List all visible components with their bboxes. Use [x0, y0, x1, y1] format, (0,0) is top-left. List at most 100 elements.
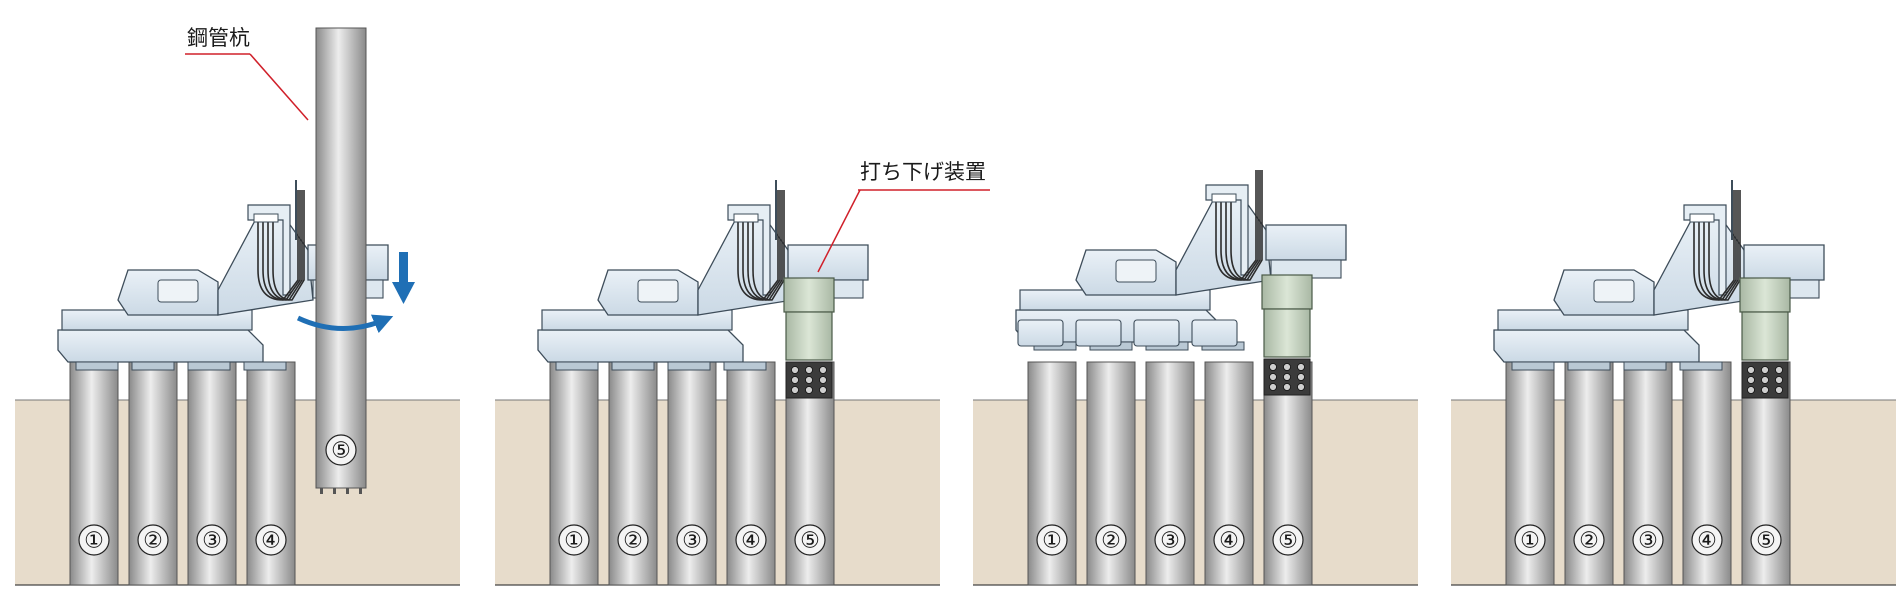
driving-device-head: [783, 277, 835, 313]
grip-bolt: [819, 366, 827, 374]
walking-leg-pad: [1017, 319, 1064, 347]
chuck-head: [1265, 224, 1347, 261]
grip-bolt: [1297, 383, 1305, 391]
pile-number: ⑤: [800, 529, 820, 554]
clamp-foot: [667, 361, 711, 371]
machine-mast: [247, 204, 291, 296]
grip-bolt: [1269, 363, 1277, 371]
steel-pipe-pile-new: [315, 27, 367, 489]
pile-number-badge: [617, 524, 649, 556]
engine-window: [1593, 279, 1635, 303]
machine-base-platform: [1493, 329, 1700, 363]
grip-bolt: [1775, 386, 1783, 394]
driving-device-label: 打ち下げ装置: [860, 160, 986, 184]
pile-number: ⑤: [1278, 529, 1298, 554]
machine-mast: [727, 204, 771, 296]
grip-bolt: [791, 366, 799, 374]
pile-number-badge: [255, 524, 287, 556]
clamp-foot: [187, 361, 231, 371]
driving-device-body: [1263, 308, 1311, 358]
pile-number-badge: [735, 524, 767, 556]
pile-number-badge: [137, 524, 169, 556]
pile-tip-tooth: [359, 488, 362, 494]
pile-number-badge: [78, 524, 110, 556]
clamp-foot: [75, 361, 119, 371]
hydraulic-hose: [1230, 170, 1263, 281]
grip-bolt: [1761, 366, 1769, 374]
driving-device-leader: [817, 189, 861, 273]
grip-bolt: [805, 366, 813, 374]
grip-bolt: [1283, 383, 1291, 391]
pile-number: ④: [1697, 529, 1717, 554]
pile-number-badge: [1514, 524, 1546, 556]
clamp-foot: [611, 361, 655, 371]
grip-bolt: [1761, 386, 1769, 394]
pile-number: ②: [143, 529, 163, 554]
grip-bolt: [1775, 376, 1783, 384]
clamp-foot: [1567, 361, 1611, 371]
pile-number: ③: [202, 529, 222, 554]
pile-number-badge: [1272, 524, 1304, 556]
hose-coupler: [733, 213, 759, 223]
pile: [1682, 361, 1732, 586]
pile-number: ④: [741, 529, 761, 554]
pile-number-badge: [558, 524, 590, 556]
chuck-head: [1743, 244, 1825, 281]
driving-device-body: [1741, 311, 1789, 361]
pile-number: ⑤: [331, 439, 351, 464]
pile-number-badge: [794, 524, 826, 556]
machine-mast: [1205, 184, 1249, 276]
grip-bolt: [1269, 373, 1277, 381]
walking-leg-pad: [1191, 319, 1238, 347]
walking-leg-pad: [1133, 319, 1180, 347]
hydraulic-hose: [272, 190, 305, 301]
grip-bolt: [1775, 366, 1783, 374]
hydraulic-hose: [752, 190, 785, 301]
push-arrow-shaft: [399, 252, 408, 282]
pile-number: ②: [623, 529, 643, 554]
machine-mast: [1683, 204, 1727, 296]
piling-machine: [1493, 180, 1825, 371]
pile: [785, 361, 835, 586]
grip-bolt: [805, 376, 813, 384]
engine-window: [1115, 259, 1157, 283]
driving-device-callout: 打ち下げ装置: [817, 160, 990, 273]
walking-leg-pad: [1075, 319, 1122, 347]
pile-number: ③: [1160, 529, 1180, 554]
grip-bolt: [1283, 363, 1291, 371]
piling-machine: [1015, 170, 1347, 351]
rotation-arrow-icon: [296, 314, 394, 334]
push-down-arrow-icon: [392, 282, 415, 304]
steel-pipe-pile-leader: [249, 53, 309, 121]
grip-bolt: [819, 386, 827, 394]
clamp-foot: [131, 361, 175, 371]
hose-coupler: [1689, 213, 1715, 223]
machine-base-platform: [537, 329, 744, 363]
clamp-foot: [1679, 361, 1723, 371]
pile-number: ①: [564, 529, 584, 554]
machine-base-platform: [57, 329, 264, 363]
clamp-foot: [1511, 361, 1555, 371]
pile-number-badge: [1095, 524, 1127, 556]
grip-bolt: [1269, 383, 1277, 391]
pile: [1564, 361, 1614, 586]
pile-number-badge: [325, 434, 357, 466]
panel-2: ① ② ③ ④ ⑤: [495, 180, 940, 586]
pile-number: ③: [682, 529, 702, 554]
chuck-head: [787, 244, 869, 281]
pile-number: ④: [1219, 529, 1239, 554]
clamp-foot: [555, 361, 599, 371]
pile-number-badge: [1750, 524, 1782, 556]
pile-number: ①: [1042, 529, 1062, 554]
steel-pipe-pile-callout: 鋼管杭: [185, 26, 309, 121]
pile-number-badge: [1154, 524, 1186, 556]
hose-coupler: [1211, 193, 1237, 203]
grip-bolt: [1747, 376, 1755, 384]
pile-number: ③: [1638, 529, 1658, 554]
engine-window: [157, 279, 199, 303]
clamp-foot: [243, 361, 287, 371]
